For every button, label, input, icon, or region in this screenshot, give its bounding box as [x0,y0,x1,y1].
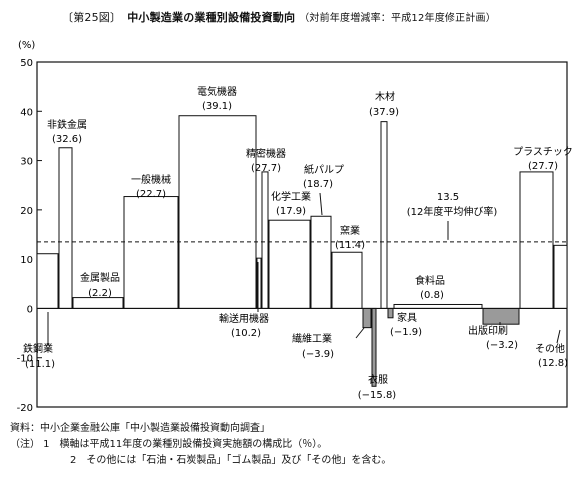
category-label-13: 木材 [375,90,395,103]
figure-number: 〔第25図〕 [62,11,122,24]
bar-3 [72,297,124,309]
y-tick-label: 0 [27,304,33,315]
y-axis-unit: (%) [18,40,35,51]
value-label-17: (27.7) [528,161,558,172]
note-2: 2 その他には「石油・石炭製品」「ゴム製品」及び「その他」を含む。 [70,455,392,466]
bar-10 [331,251,363,309]
bar-14 [387,307,394,319]
value-label-4: (22.7) [136,189,166,200]
value-label-1: (11.1) [25,359,55,370]
y-tick-label: -10 [17,354,33,365]
value-label-14: (−1.9) [390,327,422,338]
value-label-11: (−3.9) [302,349,334,360]
category-label-16: 出版印刷 [468,324,508,337]
category-label-8: 化学工業 [271,190,311,203]
plot-frame [36,61,568,408]
category-label-12: 衣服 [368,373,388,386]
y-tick-label: 40 [20,107,33,118]
value-label-18: (12.8) [538,358,568,369]
chart-title: 〔第25図〕中小製造業の業種別設備投資動向（対前年度増減率：平成12年度修正計画… [62,9,496,25]
value-label-10: (11.4) [335,240,365,251]
category-label-1: 鉄鋼業 [23,342,53,355]
category-label-6: 輸送用機器 [219,312,269,325]
value-label-6: (10.2) [231,328,261,339]
average-caption: (12年度平均伸び率) [407,205,498,218]
bar-7 [261,171,269,309]
category-label-2: 非鉄金属 [47,118,87,131]
value-label-12: (−15.8) [358,390,397,401]
category-label-3: 金属製品 [80,271,120,284]
category-label-15: 食料品 [415,274,445,287]
title-main: 中小製造業の業種別設備投資動向 [127,11,296,24]
bar-18 [553,244,568,309]
bar-13 [380,121,388,309]
note-1: （注） 1 横軸は平成11年度の業種別設備投資実施額の構成比（％）。 [10,439,328,450]
category-label-10: 窯業 [340,224,360,237]
label-pointer-9 [319,192,323,216]
label-pointer-18 [556,329,561,344]
average-value-label: 13.5 [437,192,459,203]
notes: 資料：中小企業金融公庫「中小製造業設備投資動向調査」 （注） 1 横軸は平成11… [10,421,391,469]
category-label-4: 一般機械 [131,173,171,186]
bar-2 [58,147,73,309]
category-label-17: プラスチック [513,146,573,158]
y-tick-label: 50 [20,58,33,69]
bar-17 [519,171,554,309]
y-tick-label: -20 [17,403,33,414]
value-label-16: (−3.2) [486,340,518,351]
bar-8 [268,219,311,309]
value-label-9: (18.7) [303,179,333,190]
bar-9 [310,215,332,309]
bar-5 [178,115,257,309]
bar-4 [123,196,179,309]
bar-11 [362,307,372,329]
value-label-3: (2.2) [88,288,112,299]
bar-1 [36,253,59,309]
value-label-2: (32.6) [52,134,82,145]
source-note: 資料：中小企業金融公庫「中小製造業設備投資動向調査」 [10,423,270,434]
y-tick-label: 30 [20,157,33,168]
value-label-13: (37.9) [369,107,399,118]
category-label-18: その他 [535,342,565,355]
category-label-5: 電気機器 [197,85,237,98]
y-tick-label: 10 [20,255,33,266]
value-label-7: (27.7) [251,163,281,174]
label-pointer-11 [355,327,365,339]
category-label-9: 紙パルプ [304,163,344,176]
category-label-11: 繊維工業 [292,332,332,345]
value-label-8: (17.9) [276,206,306,217]
value-label-15: (0.8) [420,290,444,301]
y-tick-label: 20 [20,206,33,217]
value-label-5: (39.1) [202,101,232,112]
category-label-7: 精密機器 [246,147,286,160]
title-subtitle: （対前年度増減率：平成12年度修正計画） [299,13,496,24]
category-label-14: 家具 [397,311,417,324]
bar-16 [482,307,520,325]
